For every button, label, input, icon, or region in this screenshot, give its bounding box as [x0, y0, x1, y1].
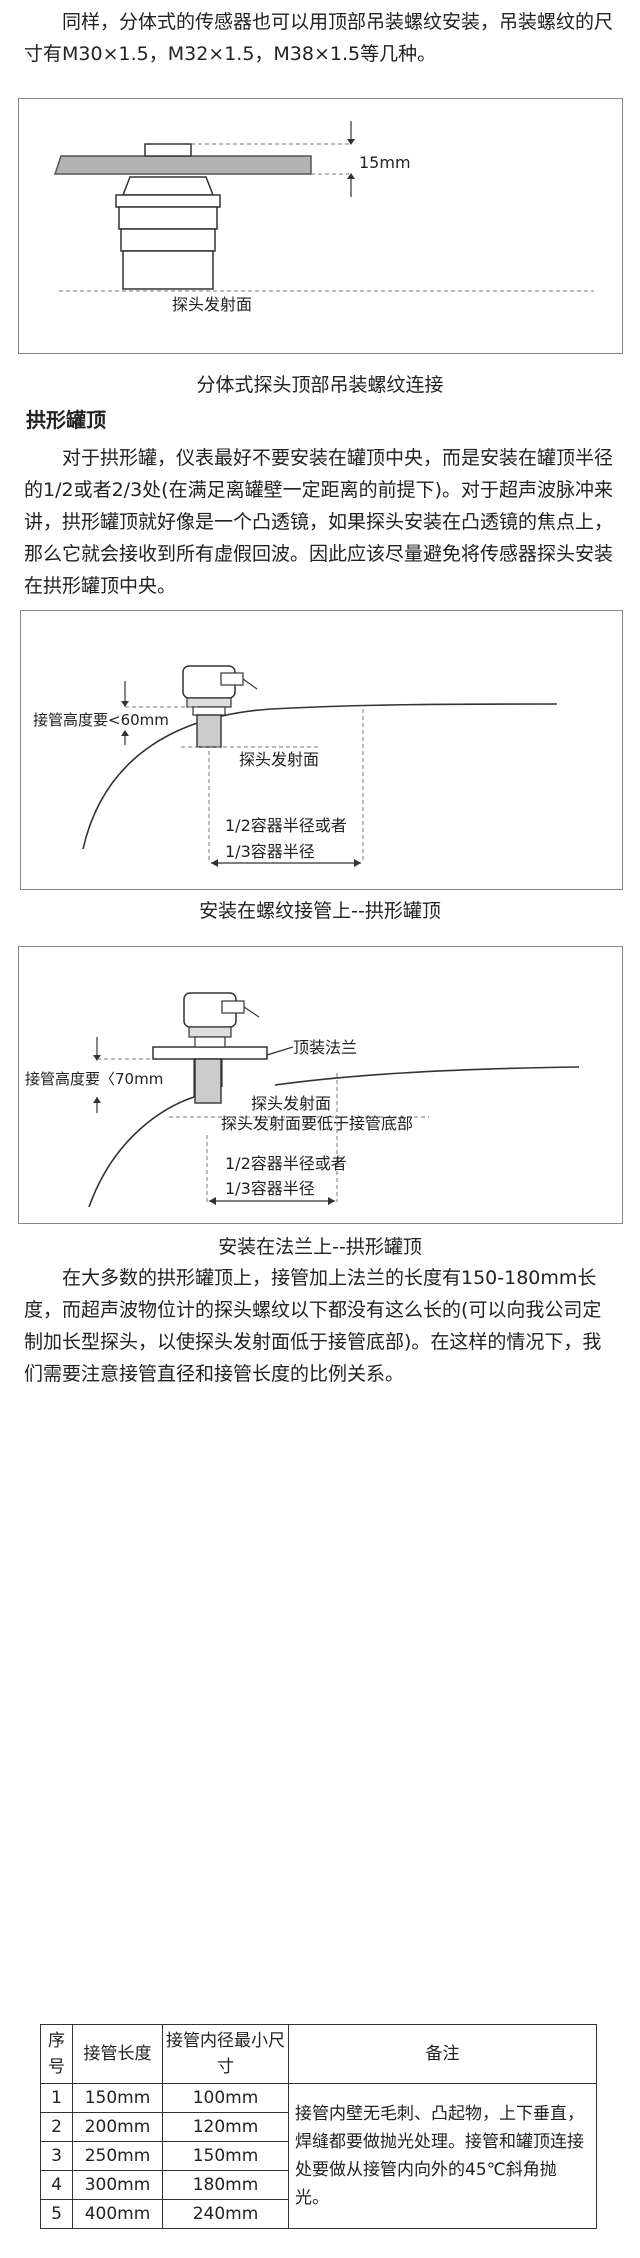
figure1-caption: 分体式探头顶部吊装螺纹连接: [196, 374, 444, 396]
table-row: 1 150mm 100mm 接管内壁无毛刺、凸起物，上下垂直，焊缝都要做抛光处理…: [40, 2083, 597, 2229]
flange-pipe: [194, 1058, 222, 1104]
radius-label-2: 1/3容器半径: [225, 1179, 315, 1198]
top-flange: [152, 1046, 268, 1060]
table-cell: 1: [40, 2083, 73, 2113]
emitter-face-note: 探头发射面要低于接管底部: [221, 1114, 413, 1133]
figure3-caption: 安装在法兰上--拱形罐顶: [218, 1236, 422, 1258]
dome-roof-curve: [82, 703, 558, 850]
emitter-face-label: 探头发射面: [172, 295, 252, 314]
table-cell: 200mm: [72, 2112, 163, 2142]
radius-label-1: 1/2容器半径或者: [225, 816, 347, 835]
flange-label: 顶装法兰: [293, 1038, 357, 1057]
pipe-height-label: 接管高度要<60mm: [33, 711, 169, 729]
table-row: 2 200mm 120mm: [40, 2112, 597, 2142]
figure-split-probe-thread: 15mm 探头发射面: [18, 98, 623, 354]
intro-paragraph: 同样，分体式的传感器也可以用顶部吊装螺纹安装，吊装螺纹的尺寸有M30×1.5，M…: [24, 11, 614, 65]
table-cell: 300mm: [72, 2170, 163, 2200]
tank-top-plate: [53, 155, 312, 175]
table-cell: 150mm: [162, 2141, 289, 2171]
table-note-cell: 接管内壁无毛刺、凸起物，上下垂直，焊缝都要做抛光处理。接管和罐顶连接处要做从接管…: [288, 2083, 597, 2229]
table-cell: 5: [40, 2199, 73, 2229]
section-title: 拱形罐顶: [26, 408, 106, 432]
table-cell: 3: [40, 2141, 73, 2171]
emitter-face-label: 探头发射面: [239, 750, 319, 769]
table-cell: 400mm: [72, 2199, 163, 2229]
table-cell: 250mm: [72, 2141, 163, 2171]
thread-cap: [144, 143, 192, 157]
figure-thread-pipe-dome: 接管高度要<60mm 探头发射面 1/2容器半径或者 1/3容器半径: [20, 610, 623, 890]
pipe-height-label: 接管高度要〈70mm: [25, 1070, 163, 1088]
table-cell: 2: [40, 2112, 73, 2142]
table-header-row: 序号 接管长度 接管内径最小尺寸 备注: [40, 2024, 597, 2084]
table-row: 5 400mm 240mm: [40, 2199, 597, 2229]
split-probe-diagram: 15mm 探头发射面: [53, 121, 594, 314]
table-cell: 240mm: [162, 2199, 289, 2229]
table-row: 4 300mm 180mm: [40, 2170, 597, 2200]
table-cell: 100mm: [162, 2083, 289, 2113]
table-cell: 150mm: [72, 2083, 163, 2113]
radius-label-1: 1/2容器半径或者: [225, 1154, 347, 1173]
figure-flange-dome: 顶装法兰 接管高度要〈70mm 探头发射面 探头发射面要低于接管底部 1/2容器…: [18, 946, 623, 1224]
dome-roof-curve: [88, 1066, 580, 1208]
table-cell: 120mm: [162, 2112, 289, 2142]
table-row: 3 250mm 150mm: [40, 2141, 597, 2171]
figure2-caption: 安装在螺纹接管上--拱形罐顶: [199, 900, 441, 922]
radius-label-2: 1/3容器半径: [225, 842, 315, 861]
table-header: 备注: [288, 2024, 597, 2084]
table-cell: 4: [40, 2170, 73, 2200]
table-cell: 180mm: [162, 2170, 289, 2200]
emitter-face-label: 探头发射面: [251, 1094, 331, 1113]
flange-mount-diagram: 顶装法兰 接管高度要〈70mm 探头发射面 探头发射面要低于接管底部 1/2容器…: [25, 992, 580, 1208]
flange-length-paragraph: 在大多数的拱形罐顶上，接管加上法兰的长度有150-180mm长度，而超声波物位计…: [24, 1267, 602, 1385]
dim-15mm-label: 15mm: [359, 153, 411, 172]
pipe-size-table: 序号 接管长度 接管内径最小尺寸 备注 1 150mm 100mm 接管内壁无毛…: [40, 2024, 597, 2229]
table-header: 接管长度: [72, 2024, 163, 2084]
thread-pipe-diagram: 接管高度要<60mm 探头发射面 1/2容器半径或者 1/3容器半径: [33, 665, 558, 867]
table-header: 序号: [40, 2024, 73, 2084]
table-header: 接管内径最小尺寸: [162, 2024, 289, 2084]
dome-roof-paragraph: 对于拱形罐，仪表最好不要安装在罐顶中央，而是安装在罐顶半径的1/2或者2/3处(…: [24, 447, 614, 597]
thread-pipe: [196, 714, 222, 748]
